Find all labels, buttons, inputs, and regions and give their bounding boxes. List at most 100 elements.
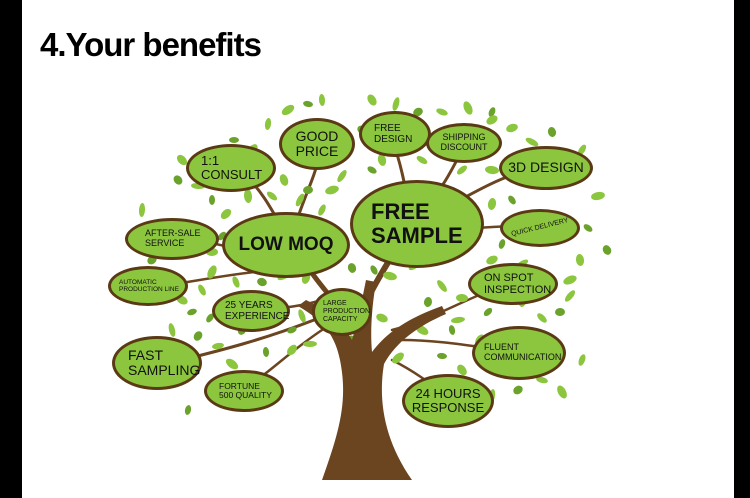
leaf [392,352,404,364]
benefit-free-design: FREE DESIGN [359,111,431,157]
benefit-low-moq: LOW MOQ [222,212,350,278]
benefit-large-production-capacity: LARGE PRODUCTION CAPACITY [312,288,372,336]
leaf [295,193,305,207]
benefit-label: ON SPOT INSPECTION [484,271,552,296]
leaf [243,189,253,203]
leaf [184,405,192,415]
leaf [451,316,465,324]
benefit-label: QUICK DELIVERY [510,217,570,239]
leaf [448,325,456,335]
benefit-label: 24 HOURS RESPONSE [411,385,485,415]
leaf [537,313,547,323]
benefit-label: FAST SAMPLING [128,346,201,378]
leaf [436,108,448,116]
benefit-free-sample: FREE SAMPLE [350,180,484,268]
leaf [225,358,239,370]
leaf [303,100,313,108]
leaf [463,101,473,115]
leaf [555,307,565,317]
benefit-fast-sampling: FAST SAMPLING [112,336,202,390]
leaf [318,94,326,106]
leaf [287,344,297,356]
leaf [423,297,433,307]
leaf [557,385,567,399]
benefit-3d-design: 3D DESIGN [499,146,593,190]
benefit-quick-delivery: QUICK DELIVERY [500,209,580,247]
leaf [257,277,267,287]
benefit-label: 25 YEARS EXPERIENCE [225,300,290,322]
benefit-fluent-communication: FLUENT COMMUNICATION [472,326,566,380]
leaf [168,323,176,337]
benefit-label: 1:1 CONSULT [201,152,263,182]
leaf [563,275,577,285]
leaf [298,309,306,323]
benefit-label: LOW MOQ [238,233,334,255]
benefit-label: SHIPPING DISCOUNT [440,132,488,152]
leaf [525,137,539,147]
leaf [437,280,447,292]
leaf [209,195,215,205]
benefit-label: 3D DESIGN [508,159,584,176]
leaf [513,385,523,395]
leaf [536,376,548,384]
leaf [198,284,206,296]
content-panel: 4.Your benefits GOOD PRICE FREE DESIGN S… [22,0,734,498]
leaf [564,290,576,302]
leaf [591,191,605,201]
leaf [193,331,203,341]
leaf [325,185,339,195]
leaf [392,97,400,111]
benefit-label: FREE DESIGN [374,123,413,145]
leaf [232,276,240,288]
leaf [337,169,347,183]
benefit-label: GOOD PRICE [295,127,339,159]
leaf [176,154,188,166]
benefit-after-sale-service: AFTER-SALE SERVICE [125,218,219,260]
leaf [187,308,197,316]
leaf [437,352,447,360]
leaf [281,104,295,116]
leaf [212,342,224,350]
benefit-on-spot-inspection: ON SPOT INSPECTION [468,263,558,305]
leaf [416,155,428,165]
leaf [485,165,499,175]
benefit-label: FORTUNE 500 QUALITY [219,380,272,400]
leaf [583,224,593,232]
benefit-label: FREE SAMPLE [371,198,463,248]
benefit-fortune-500-quality: FORTUNE 500 QUALITY [204,370,284,412]
leaf [508,195,516,205]
leaf [370,265,378,275]
leaf [264,118,272,130]
leaf [498,239,506,249]
leaf [602,245,612,255]
benefit-consult: 1:1 CONSULT [186,144,276,192]
leaf [487,198,497,210]
benefit-good-price: GOOD PRICE [279,118,355,170]
leaf [457,165,467,175]
leaf [303,340,317,348]
leaf [318,204,326,216]
leaf [303,185,313,195]
leaf [575,254,585,266]
leaf [547,127,557,137]
benefit-label: LARGE PRODUCTION CAPACITY [323,300,371,323]
leaf [486,255,498,265]
benefit-label: AUTOMATIC PRODUCTION LINE [119,278,179,293]
leaf [483,307,493,317]
benefit-label: FLUENT COMMUNICATION [484,342,562,362]
benefit-automatic-production-line: AUTOMATIC PRODUCTION LINE [108,266,188,306]
leaf [578,354,586,366]
leaf [413,107,423,117]
leaf [367,166,377,174]
leaf [376,313,388,323]
leaf [229,137,239,143]
benefit-24-hours-response: 24 HOURS RESPONSE [402,374,494,428]
leaf [486,115,498,125]
benefit-years-experience: 25 YEARS EXPERIENCE [212,290,290,332]
leaf [506,123,518,133]
leaf [206,313,214,323]
leaf [457,364,467,376]
slide-title: 4.Your benefits [40,26,262,63]
leaf [220,208,232,220]
